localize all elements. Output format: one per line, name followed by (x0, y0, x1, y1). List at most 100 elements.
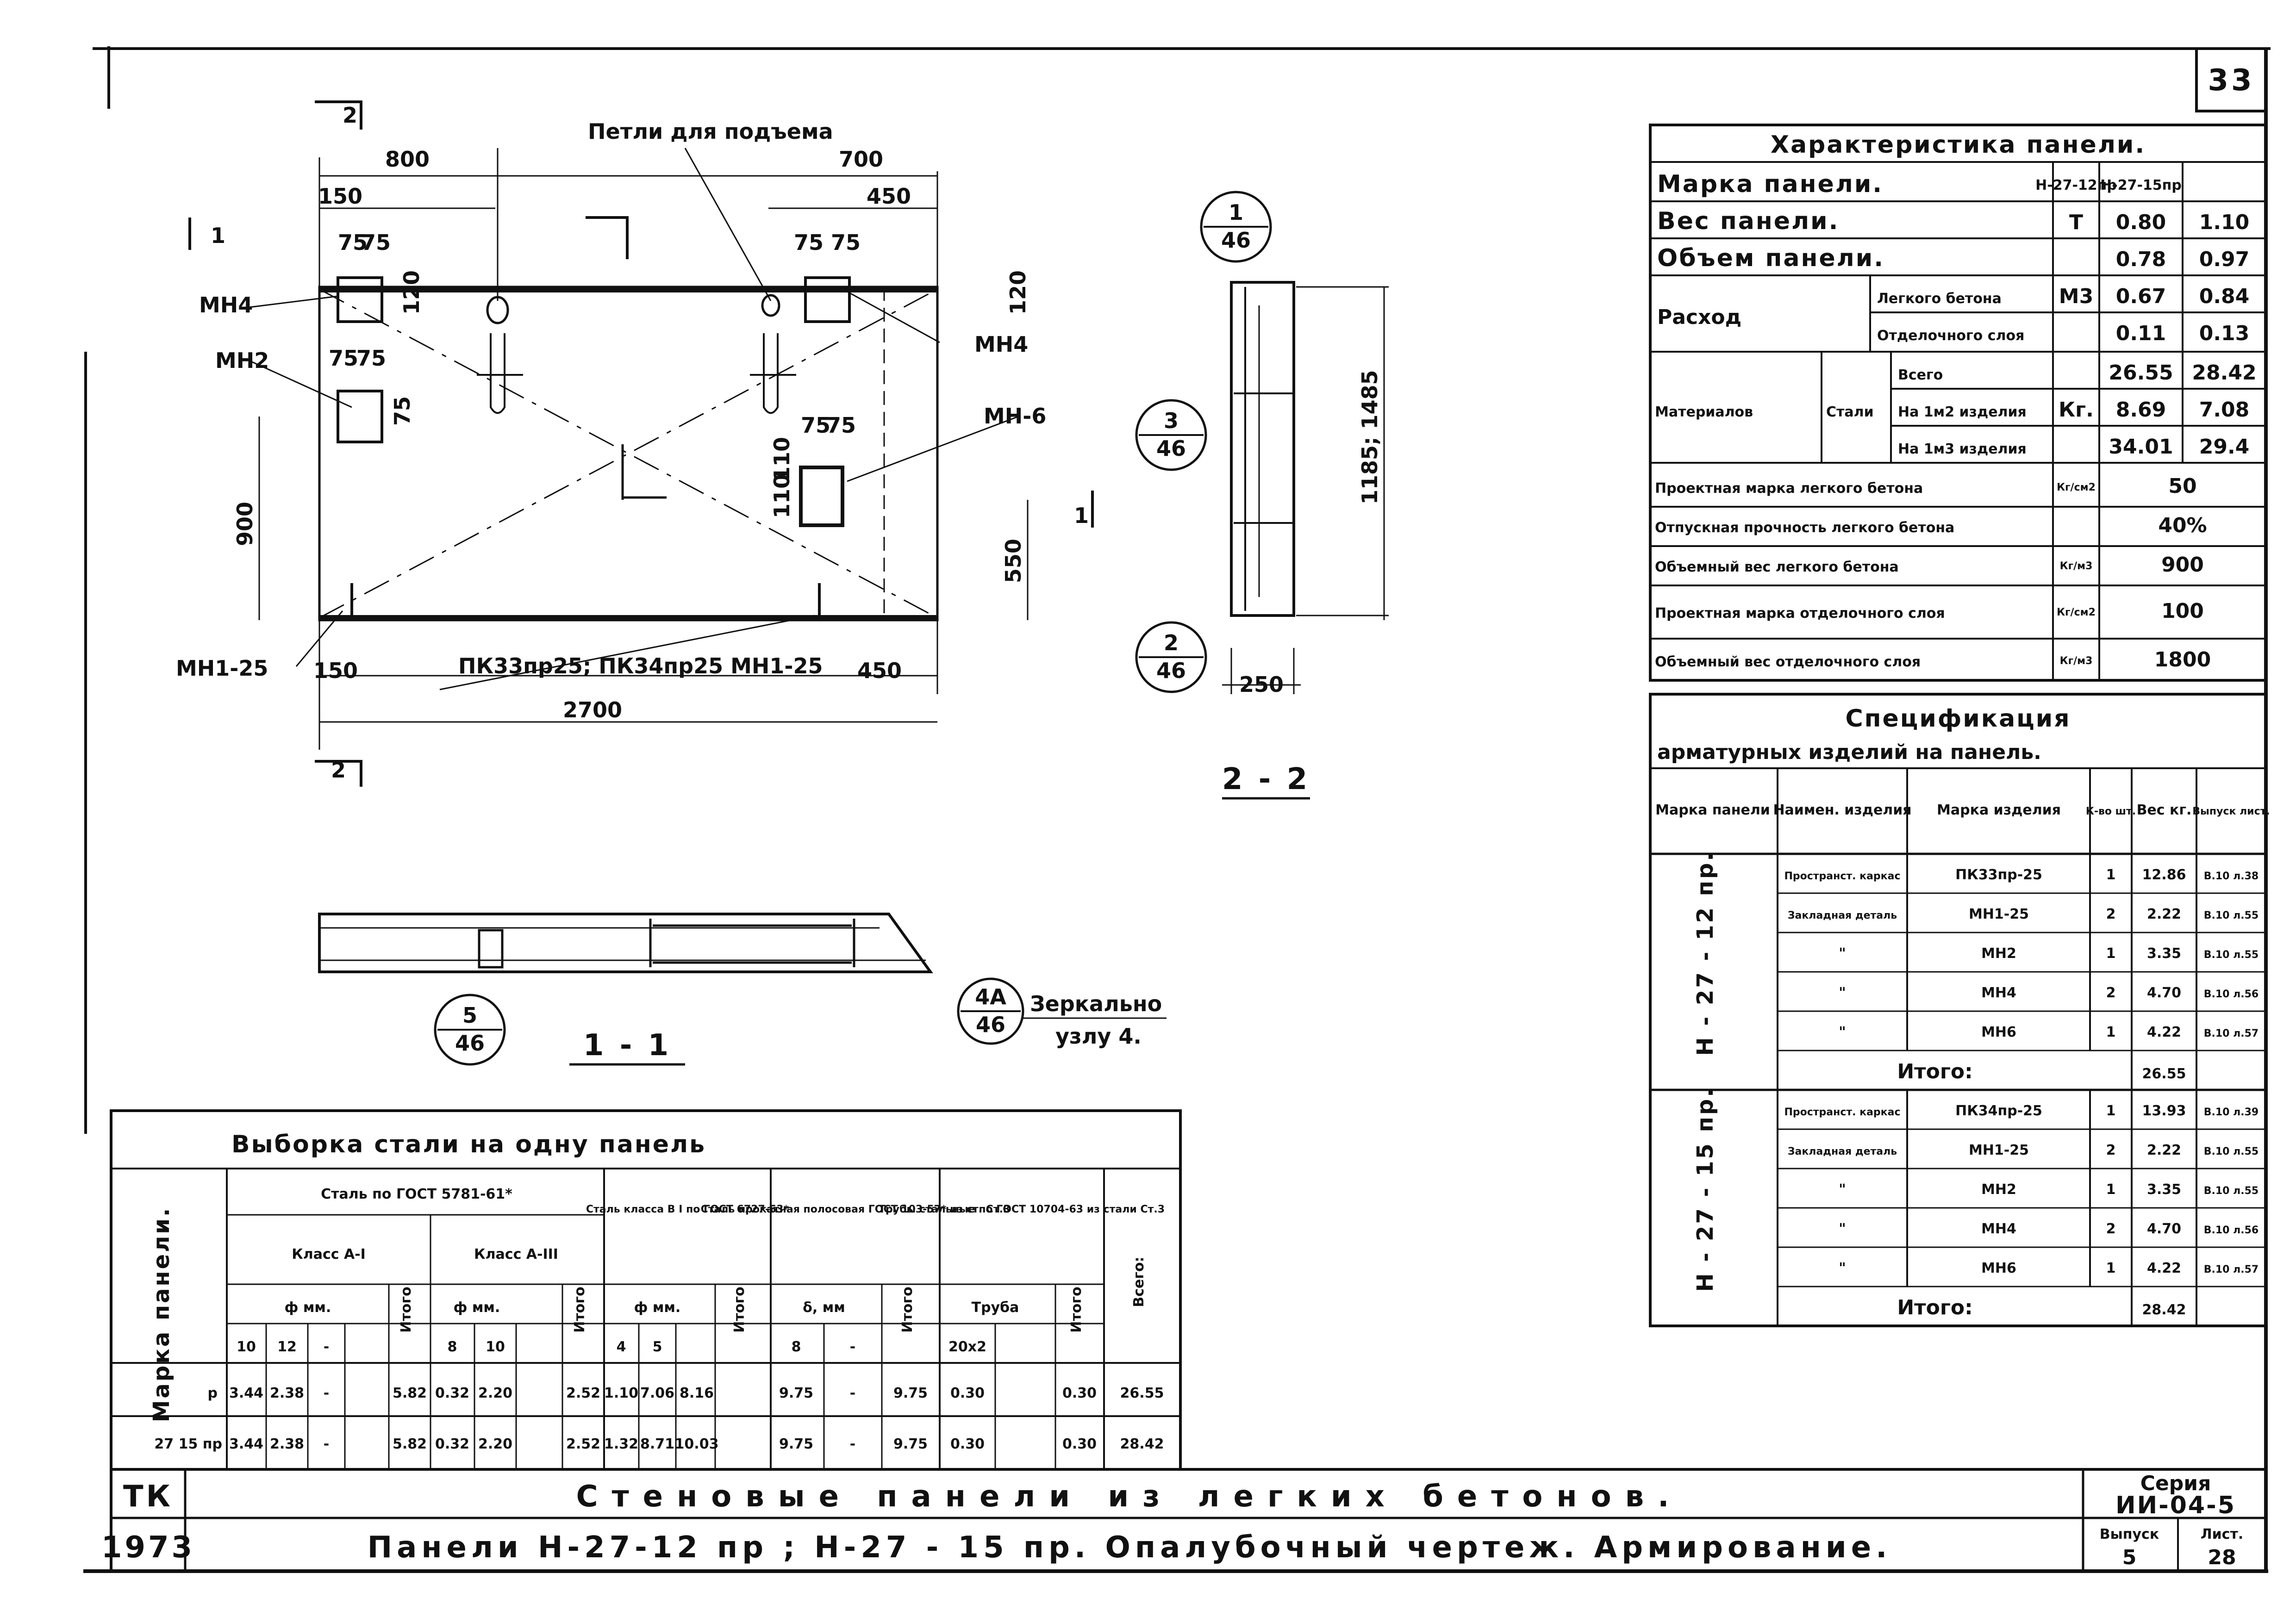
part-mn2: МН2 (215, 348, 269, 373)
prop-unit-2: Кг/м3 (2060, 560, 2093, 572)
dim-75-d: 75 (831, 230, 861, 255)
spec-g2-r3-mark: МН2 (1981, 1181, 2016, 1198)
dim-110-a: 110 (769, 474, 794, 518)
steel-sub-20x2: 20х2 (948, 1339, 986, 1355)
char-steel-m3-v2: 29.4 (2199, 435, 2250, 459)
spec-g1-r4-issue: В.10 л.56 (2204, 989, 2259, 1000)
char-steel-m2-v1: 8.69 (2116, 398, 2166, 422)
spec-g1-r3-qty: 1 (2106, 945, 2116, 962)
prop-value-0: 50 (2168, 474, 2196, 498)
spec-g2-r3-name: " (1839, 1181, 1846, 1198)
spec-header-issue: Выпуск лист. (2192, 806, 2270, 817)
spec-g2-r5-mark: МН6 (1981, 1260, 2016, 1276)
steel-row-1-c5: 2.20 (478, 1385, 512, 1401)
steel-sub-5: 5 (653, 1339, 662, 1355)
steel-itogo-1: Итого (398, 1287, 414, 1332)
char-unit-kg: Кг. (2059, 398, 2094, 422)
spec-g1-r5-weight: 4.22 (2147, 1024, 2181, 1040)
spec-g2-r2-mark: МН1-25 (1969, 1142, 2029, 1158)
spec-g1-r5-mark: МН6 (1981, 1024, 2016, 1040)
char-row-weight-v2: 1.10 (2199, 211, 2250, 234)
spec-g1-r5-qty: 1 (2106, 1024, 2116, 1040)
char-light-concrete-v1: 0.67 (2116, 285, 2166, 308)
spec-header-name: Наимен. изделия (1773, 802, 1911, 818)
spec-header-qty: К-во шт. (2086, 806, 2136, 817)
spec-panel-2: Н - 27 - 15 пр. (1692, 1087, 1718, 1292)
part-mn1-left: МН1-25 (176, 656, 268, 681)
steel-sub-4: 4 (617, 1339, 626, 1355)
title-series-label: Серия (2140, 1472, 2211, 1495)
char-unit-m3: М3 (2059, 285, 2093, 308)
steel-row-2-c13: 0.30 (950, 1436, 985, 1452)
steel-row-1-c7: 1.10 (604, 1385, 638, 1401)
steel-row-2-c10: 9.75 (779, 1436, 813, 1452)
part-mn6: МН-6 (984, 404, 1046, 429)
steel-phi-b1: ф мм. (634, 1300, 681, 1316)
char-rashod: Расход (1657, 305, 1741, 329)
spec-g1-r1-qty: 1 (2106, 867, 2116, 883)
steel-row-2-c8: 8.71 (640, 1436, 674, 1452)
char-steel-m3-v1: 34.01 (2109, 435, 2173, 459)
dim-75-b: 75 (361, 230, 391, 255)
dim-800: 800 (385, 147, 430, 172)
steel-row-2: 27 15 пр 3.44 2.38 - 5.82 0.32 2.20 2.52… (154, 1436, 1164, 1452)
lifting-loop-label: Петли для подъема (588, 119, 833, 144)
spec-g1-r1-name: Пространст. каркас (1784, 871, 1900, 882)
steel-row-1-c3: 5.82 (393, 1385, 427, 1401)
steel-row-1-c2: - (324, 1385, 329, 1401)
spec-g2-r5-qty: 1 (2106, 1260, 2116, 1276)
spec-g1-r3-name: " (1839, 945, 1846, 962)
spec-g2-r5-name: " (1839, 1260, 1846, 1276)
prop-value-3: 100 (2161, 599, 2204, 623)
spec-g1-r2-mark: МН1-25 (1969, 906, 2029, 922)
char-row-volume-v2: 0.97 (2199, 248, 2250, 271)
prop-label-3: Проектная марка отделочного слоя (1655, 605, 1945, 622)
prop-label-2: Объемный вес легкого бетона (1655, 559, 1899, 575)
steel-row-2-c7: 1.32 (604, 1436, 638, 1452)
title-sheet-label: Лист. (2201, 1526, 2244, 1542)
steel-row-1: р 3.44 2.38 - 5.82 0.32 2.20 2.52 1.10 7… (208, 1385, 1164, 1401)
mirror-note-1: Зеркально (1030, 991, 1162, 1016)
char-stali: Стали (1826, 404, 1874, 420)
steel-sub-10b: 10 (486, 1339, 505, 1355)
dim-150-bottom: 150 (313, 658, 358, 683)
spec-g2-total-label: Итого: (1897, 1296, 1972, 1319)
callout-3-top: 3 (1164, 408, 1179, 433)
dim-75-h: 75 (826, 413, 856, 438)
steel-phi-1: ф мм. (285, 1300, 331, 1316)
callout-4a-top: 4А (975, 984, 1006, 1009)
steel-row-2-c12: 9.75 (893, 1436, 928, 1452)
steel-row-1-c4: 0.32 (435, 1385, 469, 1401)
spec-g2-r1-weight: 13.93 (2142, 1103, 2186, 1119)
spec-g2-r4-name: " (1839, 1221, 1846, 1237)
char-row-weight-unit: Т (2069, 211, 2083, 234)
callout-1-bottom: 46 (1221, 228, 1251, 253)
spec-g2-r1-name: Пространст. каркас (1784, 1107, 1900, 1118)
steel-row-2-c0: 3.44 (229, 1436, 263, 1452)
char-steel-total-v2: 28.42 (2192, 361, 2256, 385)
prop-value-4: 1800 (2154, 648, 2211, 672)
title-line-2: Панели Н-27-12 пр ; Н-27 - 15 пр. Опалуб… (368, 1530, 1892, 1565)
steel-row-1-c8: 7.06 (640, 1385, 674, 1401)
spec-header-panel: Марка панели (1655, 802, 1770, 818)
spec-g2-r3-qty: 1 (2106, 1181, 2116, 1198)
dim-75-v: 75 (390, 396, 415, 426)
steel-truba: Труба (972, 1300, 1019, 1316)
spec-g1-r4-name: " (1839, 985, 1846, 1001)
spec-g2-r5-issue: В.10 л.57 (2204, 1264, 2259, 1275)
spec-g2-r2-weight: 2.22 (2147, 1142, 2181, 1158)
spec-g1-total-label: Итого: (1897, 1060, 1972, 1083)
steel-sub-8b: 8 (792, 1339, 801, 1355)
char-finish-layer-label: Отделочного слоя (1877, 328, 2024, 344)
dim-450-top: 450 (867, 184, 911, 209)
steel-g2-header: Сталь класса В I по ГОСТ 6727-53* (586, 1204, 789, 1215)
dim-75-e: 75 (329, 346, 358, 371)
steel-row-1-c1: 2.38 (270, 1385, 304, 1401)
steel-row-2-c2: - (324, 1436, 329, 1452)
dim-75-a: 75 (338, 230, 368, 255)
spec-title-1: Спецификация (1845, 705, 2071, 733)
spec-g1-r1-weight: 12.86 (2142, 867, 2186, 883)
dim-550: 550 (1001, 539, 1026, 583)
spec-g2-r1-qty: 1 (2106, 1103, 2116, 1119)
spec-g1-r3-issue: В.10 л.55 (2204, 949, 2259, 961)
